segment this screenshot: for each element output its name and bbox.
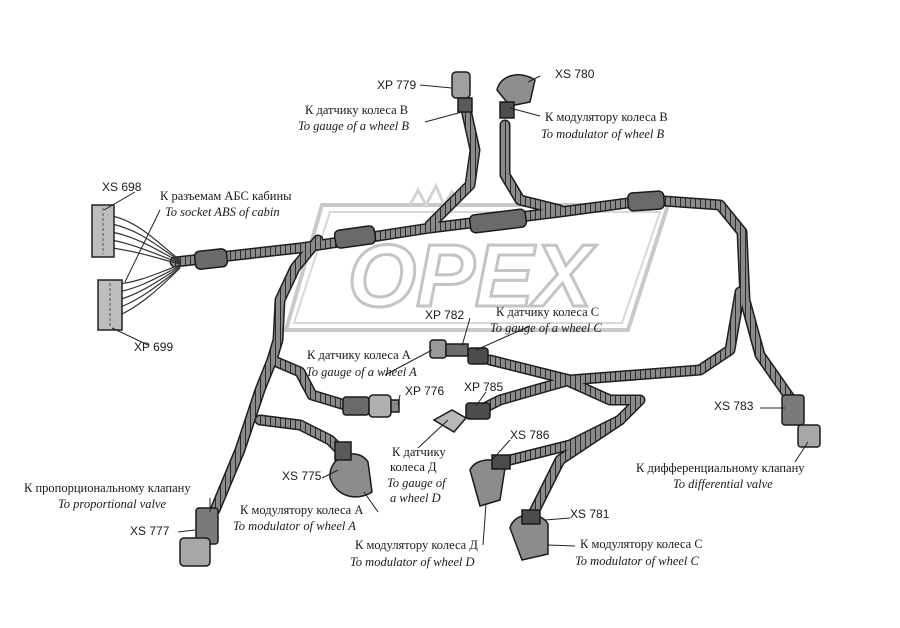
cabin-wire-fan xyxy=(111,215,181,317)
plug-xp779-shape xyxy=(451,71,473,113)
label-xs698: XS 698 xyxy=(102,180,142,194)
label-xs775: XS 775 xyxy=(282,469,322,483)
label-xs786: XS 786 xyxy=(510,428,550,442)
callout-gauge-d-ru-1: К датчику xyxy=(392,445,446,459)
socket-xs783-shape xyxy=(781,394,821,448)
callout-labels: К датчику колеса В To gauge of a wheel B… xyxy=(24,103,805,569)
connector-shapes xyxy=(179,71,821,567)
label-xp776: XP 776 xyxy=(405,384,444,398)
callout-modulator-a-en: To modulator of wheel A xyxy=(233,519,356,533)
callout-modulator-c-ru: К модулятору колеса С xyxy=(580,537,703,551)
socket-xs786-shape xyxy=(469,454,511,507)
callout-gauge-c-ru: К датчику колеса С xyxy=(496,305,599,319)
label-xs777: XS 777 xyxy=(130,524,170,538)
label-xp782: XP 782 xyxy=(425,308,464,322)
callout-modulator-d-ru: К модулятору колеса Д xyxy=(355,538,478,552)
label-xp785: XP 785 xyxy=(464,380,503,394)
callout-differential-en: To differential valve xyxy=(673,477,773,491)
callout-gauge-d-en-1: To gauge of xyxy=(387,476,447,490)
label-xs780: XS 780 xyxy=(555,67,595,81)
socket-xs780-shape xyxy=(496,74,536,119)
watermark-text: OPEX xyxy=(348,226,598,325)
socket-xs698-block xyxy=(91,204,115,258)
label-xs781: XS 781 xyxy=(570,507,610,521)
callout-gauge-a-ru: К датчику колеса А xyxy=(307,348,411,362)
callout-gauge-c-en: To gauge of a wheel C xyxy=(490,321,602,335)
label-xp699: XP 699 xyxy=(134,340,173,354)
label-xs783: XS 783 xyxy=(714,399,754,413)
socket-xs781-shape xyxy=(509,509,549,561)
callout-modulator-b-en: To modulator of wheel B xyxy=(541,127,665,141)
label-xp779: XP 779 xyxy=(377,78,416,92)
connector-labels: XP 779 XS 780 XS 698 XP 699 XP 782 XP 77… xyxy=(102,67,754,538)
plug-xp699-block xyxy=(97,279,123,331)
watermark-gear xyxy=(408,182,462,209)
callout-abs-cabin-en: To socket ABS of cabin xyxy=(165,205,280,219)
callout-abs-cabin-ru: К разъемам АБС кабины xyxy=(160,189,292,203)
callout-proportional-en: To proportional valve xyxy=(58,497,167,511)
leader-lines xyxy=(103,75,809,547)
callout-gauge-a-en: To gauge of a wheel A xyxy=(306,365,417,379)
callout-modulator-d-en: To modulator of wheel D xyxy=(350,555,475,569)
callout-modulator-c-en: To modulator of wheel C xyxy=(575,554,700,568)
harness-sleeves xyxy=(193,190,665,270)
socket-xs777-shape xyxy=(179,507,219,567)
callout-modulator-b-ru: К модулятору колеса В xyxy=(545,110,668,124)
callout-gauge-d-ru-2: колеса Д xyxy=(390,460,437,474)
callout-differential-ru: К дифференциальному клапану xyxy=(636,461,805,475)
socket-xs775-shape xyxy=(329,441,373,498)
callout-gauge-b-ru: К датчику колеса В xyxy=(305,103,408,117)
plug-xp782-shape xyxy=(429,339,489,365)
callout-proportional-ru: К пропорциональному клапану xyxy=(24,481,191,495)
plug-xp785-shape xyxy=(432,402,491,433)
callout-modulator-a-ru: К модулятору колеса А xyxy=(240,503,363,517)
callout-gauge-d-en-2: a wheel D xyxy=(390,491,441,505)
plug-xp776-shape xyxy=(342,394,400,418)
watermark: OPEX xyxy=(283,182,671,332)
callout-gauge-b-en: To gauge of a wheel B xyxy=(298,119,409,133)
